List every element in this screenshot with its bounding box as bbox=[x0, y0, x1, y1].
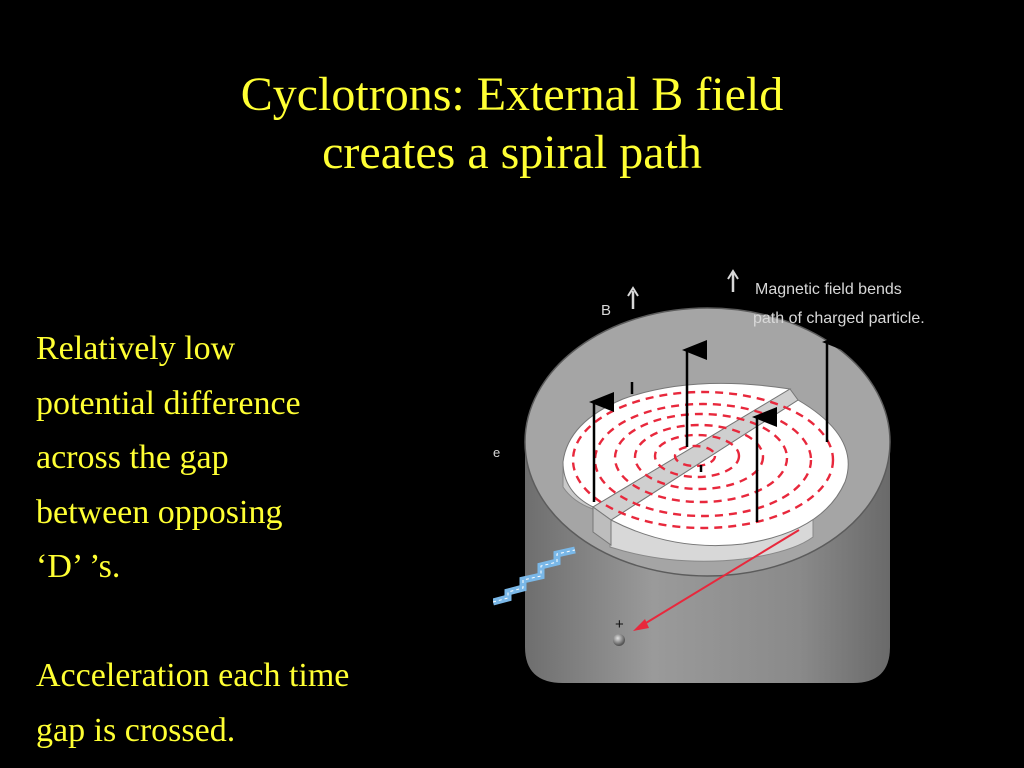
body-line-1: Relatively low bbox=[36, 330, 236, 367]
paragraph-spacer bbox=[36, 595, 476, 650]
title-line-1: Cyclotrons: External B field bbox=[240, 68, 784, 121]
body-line-4: between opposing bbox=[36, 493, 283, 531]
title-line-2: creates a spiral path bbox=[322, 126, 702, 179]
dee-electrodes bbox=[562, 382, 849, 562]
body-line-3: across the gap bbox=[36, 439, 229, 476]
slide-title: Cyclotrons: External B field creates a s… bbox=[0, 66, 1024, 182]
particle-sign: + bbox=[615, 616, 624, 633]
body-line-2: potential difference bbox=[36, 384, 301, 422]
body-line-6: Acceleration each time bbox=[36, 657, 350, 694]
edge-label: e bbox=[493, 445, 500, 460]
cyclotron-svg: B Magnetic field bends path of charged p… bbox=[493, 269, 925, 683]
body-line-7: gap is crossed. bbox=[36, 711, 236, 749]
exit-arrow bbox=[633, 529, 800, 631]
power-wire bbox=[493, 546, 576, 606]
legend-arrows bbox=[627, 269, 739, 309]
callout-line-1: Magnetic field bends bbox=[755, 281, 902, 298]
body-text: Relatively low potential difference acro… bbox=[36, 322, 476, 758]
charged-particle: + bbox=[613, 616, 625, 646]
body-line-5: ‘D’ ’s. bbox=[36, 548, 121, 585]
field-arrows bbox=[589, 332, 847, 522]
cyclotron-diagram: B Magnetic field bends path of charged p… bbox=[493, 262, 1008, 684]
spiral-path bbox=[571, 390, 835, 530]
b-field-label: B bbox=[601, 302, 611, 319]
callout-line-2: path of charged particle. bbox=[753, 310, 925, 327]
